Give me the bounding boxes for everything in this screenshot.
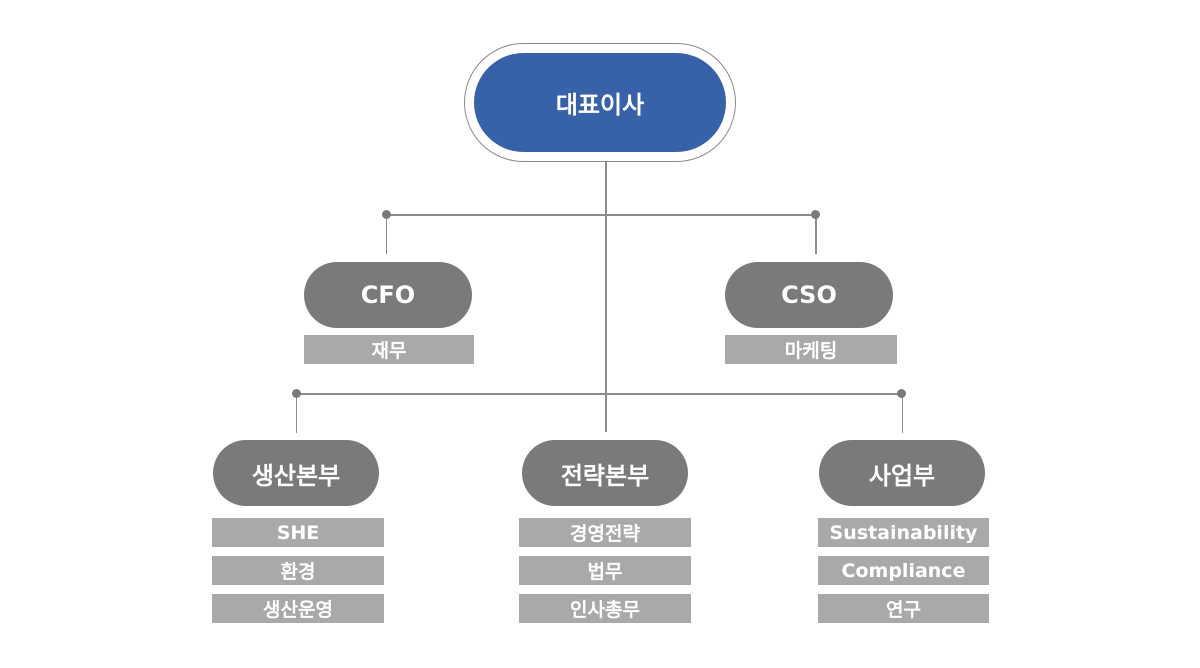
production-division-node: 생산본부 xyxy=(213,440,379,506)
business-division-node: 사업부 xyxy=(819,440,985,506)
connector-production-drop xyxy=(295,393,297,433)
strategy-item: 경영전략 xyxy=(519,518,691,547)
connector-dot xyxy=(382,210,391,219)
connector-dot xyxy=(811,210,820,219)
cso-item-label: 마케팅 xyxy=(784,340,838,362)
connector-division-bar xyxy=(296,393,902,395)
connector-dot xyxy=(897,389,906,398)
business-item-label: Sustainability xyxy=(829,521,978,544)
ceo-node: 대표이사 xyxy=(474,53,726,152)
strategy-item-label: 인사총무 xyxy=(570,599,640,621)
strategy-item: 인사총무 xyxy=(519,594,691,623)
connector-cfo-drop xyxy=(385,214,387,254)
business-item-label: 연구 xyxy=(886,599,921,621)
connector-ceo-trunk xyxy=(605,162,607,432)
connector-dot xyxy=(292,389,301,398)
production-item: 생산운영 xyxy=(212,594,384,623)
production-item-label: SHE xyxy=(276,521,320,544)
business-item: Sustainability xyxy=(818,518,989,547)
business-item: Compliance xyxy=(818,556,989,585)
strategy-item-label: 법무 xyxy=(587,561,623,583)
production-item-label: 생산운영 xyxy=(263,599,333,621)
cfo-label: CFO xyxy=(360,281,416,309)
connector-business-drop xyxy=(901,393,903,433)
business-division-label: 사업부 xyxy=(868,461,936,490)
strategy-item-label: 경영전략 xyxy=(570,523,640,545)
production-division-label: 생산본부 xyxy=(251,461,341,490)
cso-item: 마케팅 xyxy=(725,335,897,364)
business-item: 연구 xyxy=(818,594,989,623)
cfo-item-label: 재무 xyxy=(371,340,407,362)
production-item-label: 환경 xyxy=(280,561,316,583)
cfo-node: CFO xyxy=(304,262,472,328)
cfo-item: 재무 xyxy=(304,335,474,364)
business-item-label: Compliance xyxy=(841,559,966,582)
cso-node: CSO xyxy=(725,262,893,328)
strategy-item: 법무 xyxy=(519,556,691,585)
strategy-division-node: 전략본부 xyxy=(522,440,688,506)
cso-label: CSO xyxy=(781,281,837,309)
connector-exec-bar xyxy=(386,214,816,216)
connector-cso-drop xyxy=(815,214,817,254)
production-item: 환경 xyxy=(212,556,384,585)
strategy-division-label: 전략본부 xyxy=(560,461,650,490)
ceo-label: 대표이사 xyxy=(555,91,645,119)
production-item: SHE xyxy=(212,518,384,547)
